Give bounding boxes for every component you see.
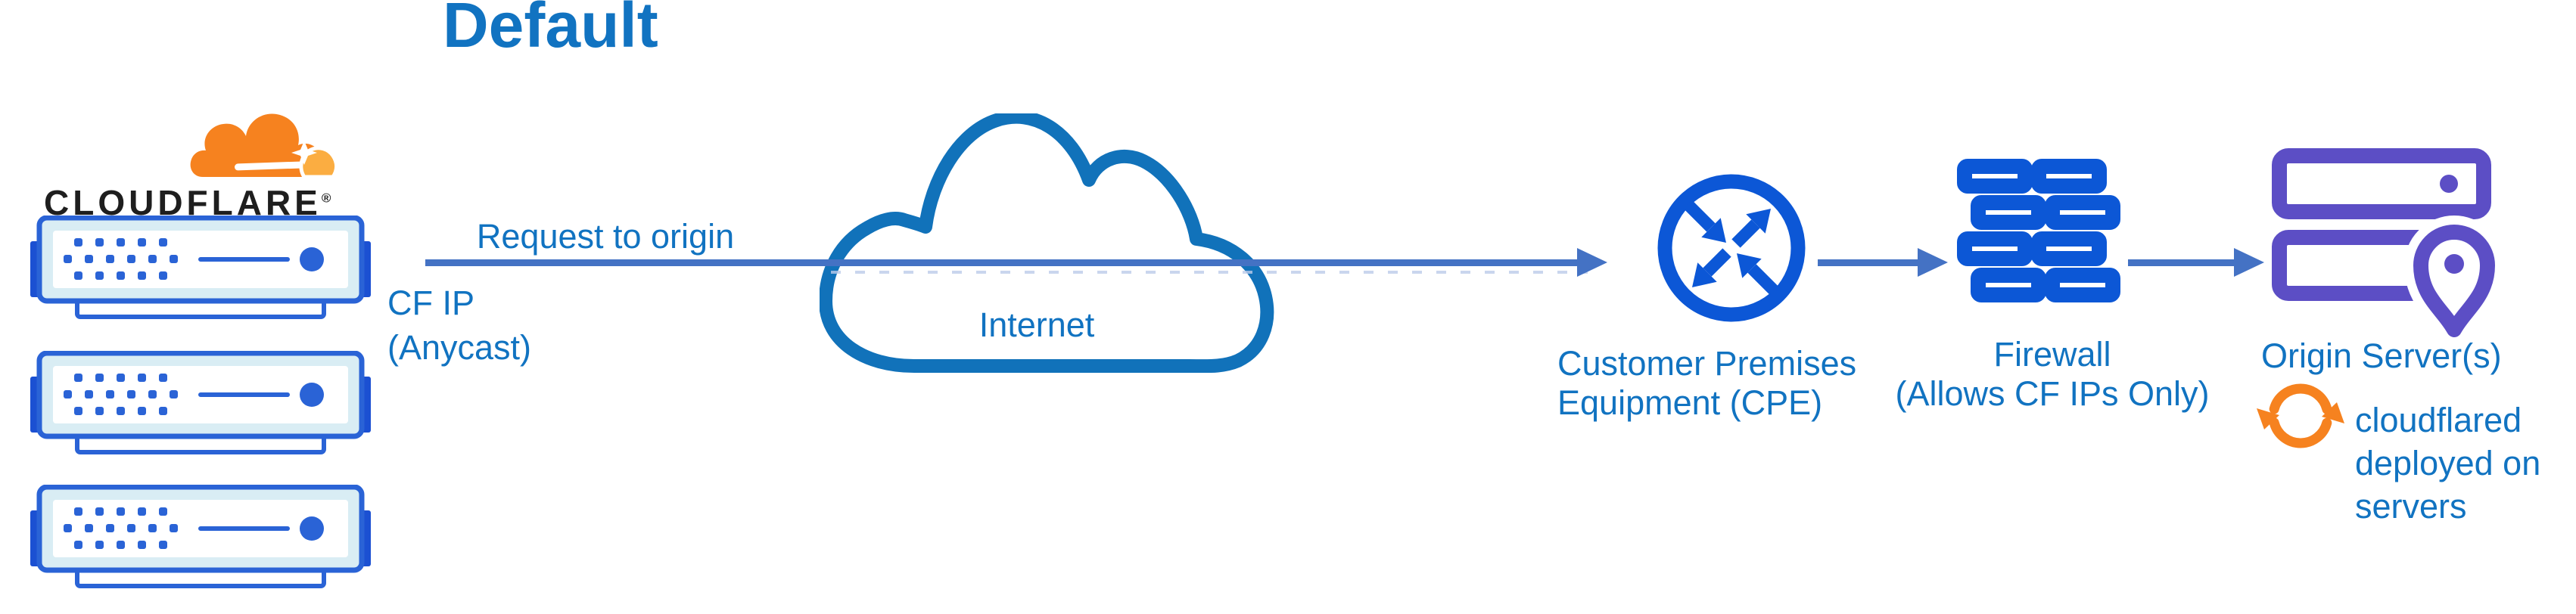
edge-server-icon	[30, 485, 371, 588]
origin-label: Origin Server(s)	[2261, 336, 2502, 375]
page-title: Default	[443, 0, 658, 60]
firewall-to-origin-arrow-head-icon	[2234, 248, 2264, 277]
internet-cloud-icon	[820, 113, 1274, 373]
request-arrow-line	[425, 259, 1577, 266]
dashed-guide-line	[831, 271, 1588, 274]
cpe-label: Customer Premises Equipment (CPE)	[1557, 344, 1857, 422]
firewall-note-label: (Allows CF IPs Only)	[1895, 374, 2210, 413]
request-to-origin-label: Request to origin	[476, 217, 735, 256]
cpe-to-firewall-arrow-head-icon	[1918, 248, 1948, 277]
firewall-label-block: Firewall (Allows CF IPs Only)	[1893, 335, 2211, 414]
cloudflared-note: cloudflared deployed on servers	[2355, 401, 2541, 526]
location-pin-icon	[2413, 225, 2495, 337]
cloudflared-sync-icon	[2257, 383, 2344, 448]
origin-server-icon	[2272, 148, 2497, 337]
edge-server-icon	[30, 216, 371, 319]
cf-ip-anycast-label: CF IP (Anycast)	[387, 284, 532, 367]
firewall-brick-icon	[1957, 159, 2120, 302]
request-arrow-head-icon	[1577, 248, 1607, 277]
firewall-to-origin-arrow-line	[2128, 259, 2234, 266]
edge-server-icon	[30, 351, 371, 454]
cpe-to-firewall-arrow-line	[1818, 259, 1918, 266]
cloudflare-logo-icon	[190, 113, 338, 179]
internet-label: Internet	[978, 305, 1095, 344]
cpe-router-icon	[1657, 174, 1806, 322]
firewall-name-label: Firewall	[1993, 335, 2111, 374]
registered-mark: ®	[321, 191, 331, 206]
